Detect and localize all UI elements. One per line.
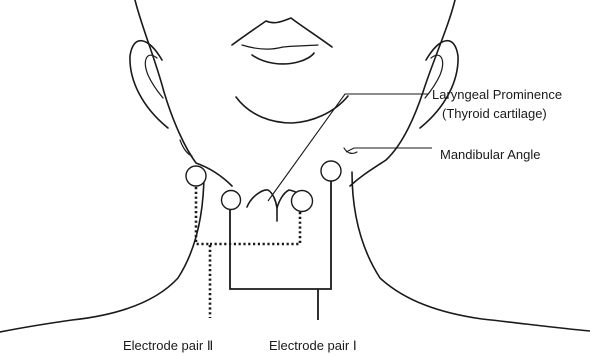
chin-contour (236, 96, 348, 123)
mouth-line (242, 45, 318, 49)
labels: Laryngeal Prominence (Thyroid cartilage)… (123, 87, 562, 353)
electrode-pair-2-right (292, 191, 313, 212)
electrode-pair-1-label: Electrode pair Ⅰ (269, 338, 357, 353)
upper-lip (232, 18, 332, 47)
electrode-pair-2-label: Electrode pair Ⅱ (123, 338, 213, 353)
left-face-contour (135, 0, 232, 186)
electrode-pair-1-wires (230, 181, 331, 320)
pair-1-left-wire (230, 209, 318, 289)
pair-2-left-wire (196, 187, 210, 318)
right-neck-line (352, 172, 590, 331)
mandibular-angle-label: Mandibular Angle (440, 147, 540, 162)
mandibular-angle-leader (346, 148, 432, 152)
pair-1-right-wire (318, 181, 331, 289)
electrode-pair-1-right (321, 161, 341, 181)
left-neck-line (0, 172, 204, 332)
electrode-pair-2-left (186, 166, 206, 186)
right-jaw-mark (344, 148, 357, 153)
thyroid-cartilage-label: (Thyroid cartilage) (442, 106, 547, 121)
electrode-pair-1-left (222, 191, 241, 210)
head-neck-outline (0, 0, 590, 332)
pair-2-right-wire (210, 212, 300, 244)
lower-lip (252, 53, 314, 64)
laryngeal-prominence-label: Laryngeal Prominence (432, 87, 562, 102)
